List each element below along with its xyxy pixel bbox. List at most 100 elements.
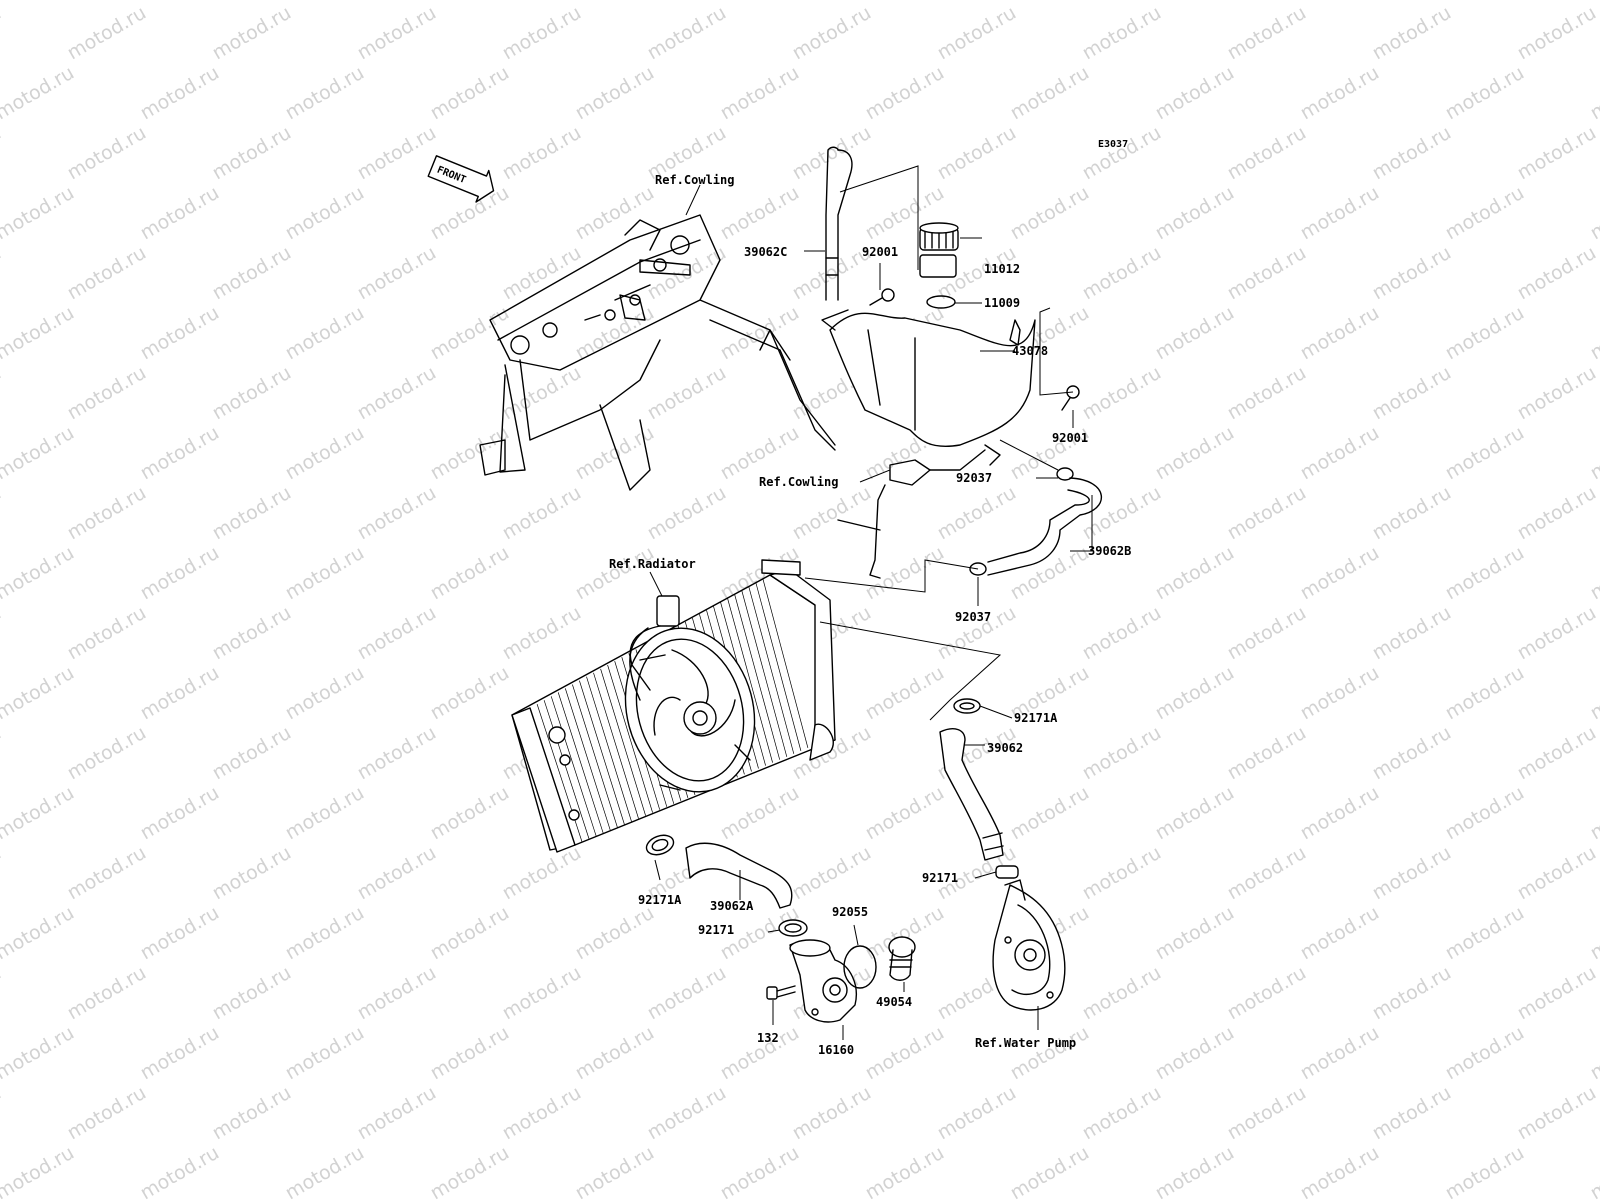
callout-92055[interactable]: 92055 (832, 905, 868, 919)
clamp-92171A-left[interactable] (644, 832, 676, 858)
watermark-text: motod.ru (1587, 182, 1600, 245)
reservoir-tank[interactable] (822, 255, 1035, 465)
callout-49054[interactable]: 49054 (876, 995, 912, 1009)
watermark-text: motod.ru (499, 1082, 585, 1145)
water-pump-cover[interactable] (993, 880, 1065, 1010)
watermark-text: motod.ru (1442, 182, 1528, 245)
callout-92171A-left[interactable]: 92171A (638, 893, 682, 907)
watermark-text: motod.ru (862, 62, 948, 125)
watermark-text: motod.ru (1442, 422, 1528, 485)
callout-92001-right[interactable]: 92001 (1052, 431, 1088, 445)
watermark-text: motod.ru (137, 662, 223, 725)
watermark-text: motod.ru (1442, 902, 1528, 965)
watermark-text: motod.ru (1514, 602, 1600, 665)
watermark-text: motod.ru (862, 1022, 948, 1085)
callout-92171A-right[interactable]: 92171A (1014, 711, 1058, 725)
watermark-text: motod.ru (0, 122, 5, 185)
callout-39062A[interactable]: 39062A (710, 899, 754, 913)
watermark-text: motod.ru (0, 362, 5, 425)
watermark-text: motod.ru (934, 1082, 1020, 1145)
bolt-132[interactable] (767, 986, 795, 999)
watermark-text: motod.ru (499, 602, 585, 665)
watermark-text: motod.ru (499, 362, 585, 425)
watermark-text: motod.ru (354, 722, 440, 785)
watermark-text: motod.ru (1442, 542, 1528, 605)
reservoir-cap[interactable] (920, 223, 958, 250)
bolt-92001-right[interactable] (1062, 386, 1079, 410)
watermark-text: motod.ru (137, 782, 223, 845)
watermark-text: motod.ru (1297, 662, 1383, 725)
watermark-text: motod.ru (209, 482, 295, 545)
watermark-text: motod.ru (209, 122, 295, 185)
watermark-text: motod.ru (1514, 1082, 1600, 1145)
callout-92001-top[interactable]: 92001 (862, 245, 898, 259)
watermark-text: motod.ru (137, 62, 223, 125)
watermark-text: motod.ru (934, 2, 1020, 65)
watermark-text: motod.ru (354, 362, 440, 425)
watermark-text: motod.ru (1514, 842, 1600, 905)
watermark-text: motod.ru (1224, 602, 1310, 665)
watermark-text: motod.ru (0, 422, 78, 485)
callout-92037-top[interactable]: 92037 (956, 471, 992, 485)
watermark-text: motod.ru (789, 842, 875, 905)
watermark-text: motod.ru (1079, 722, 1165, 785)
watermark-text: motod.ru (1369, 602, 1455, 665)
callout-39062B[interactable]: 39062B (1088, 544, 1131, 558)
watermark-text: motod.ru (0, 1022, 78, 1085)
watermark-text: motod.ru (862, 0, 948, 4)
watermark-text: motod.ru (1514, 722, 1600, 785)
watermark-text: motod.ru (427, 422, 513, 485)
watermark-text: motod.ru (1297, 542, 1383, 605)
callout-ref-cowling-mid[interactable]: Ref.Cowling (759, 475, 838, 489)
watermark-text: motod.ru (1442, 662, 1528, 725)
watermark-text: motod.ru (209, 962, 295, 1025)
thermostat[interactable] (889, 937, 915, 980)
watermark-text: motod.ru (1007, 62, 1093, 125)
watermark-text: motod.ru (1079, 362, 1165, 425)
callout-16160[interactable]: 16160 (818, 1043, 854, 1057)
watermark-text: motod.ru (862, 542, 948, 605)
callout-ref-water-pump[interactable]: Ref.Water Pump (975, 1036, 1076, 1050)
watermark-text: motod.ru (1152, 182, 1238, 245)
watermark-text: motod.ru (499, 2, 585, 65)
watermark-text: motod.ru (1079, 842, 1165, 905)
diagram-code: E3037 (1098, 139, 1128, 150)
watermark-text: motod.ru (717, 62, 803, 125)
watermark-text: motod.ru (209, 2, 295, 65)
callout-ref-radiator[interactable]: Ref.Radiator (609, 557, 696, 571)
watermark-text: motod.ru (0, 1142, 78, 1200)
watermark-text: motod.ru (572, 302, 658, 365)
watermark-text: motod.ru (1297, 302, 1383, 365)
watermark-text: motod.ru (0, 242, 5, 305)
watermark-text: motod.ru (137, 182, 223, 245)
callout-39062C[interactable]: 39062C (744, 245, 787, 259)
watermark-text: motod.ru (1369, 722, 1455, 785)
callout-92171-right[interactable]: 92171 (922, 871, 958, 885)
watermark-text: motod.ru (1079, 122, 1165, 185)
watermark-text: motod.ru (717, 182, 803, 245)
watermark-text: motod.ru (1369, 242, 1455, 305)
callout-43078[interactable]: 43078 (1012, 344, 1048, 358)
clamp-92171-left[interactable] (779, 920, 807, 936)
clamp-92171A-right[interactable] (954, 699, 980, 713)
watermark-text: motod.ru (0, 962, 5, 1025)
watermark-text: motod.ru (64, 962, 150, 1025)
watermark-text: motod.ru (0, 722, 5, 785)
bolt-92001-top[interactable] (870, 289, 894, 305)
watermark-text: motod.ru (499, 842, 585, 905)
callout-132[interactable]: 132 (757, 1031, 779, 1045)
callout-39062[interactable]: 39062 (987, 741, 1023, 755)
watermark-text: motod.ru (354, 122, 440, 185)
watermark-text: motod.ru (1079, 2, 1165, 65)
watermark-text: motod.ru (789, 122, 875, 185)
watermark-text: motod.ru (717, 1142, 803, 1200)
watermark-text: motod.ru (1224, 242, 1310, 305)
watermark-text: motod.ru (499, 122, 585, 185)
clamp-92171-right[interactable] (996, 866, 1018, 878)
callout-ref-cowling-top[interactable]: Ref.Cowling (655, 173, 734, 187)
callout-11012[interactable]: 11012 (984, 262, 1020, 276)
callout-11009[interactable]: 11009 (984, 296, 1020, 310)
callout-92037-bottom[interactable]: 92037 (955, 610, 991, 624)
watermark-text: motod.ru (354, 962, 440, 1025)
callout-92171-left[interactable]: 92171 (698, 923, 734, 937)
